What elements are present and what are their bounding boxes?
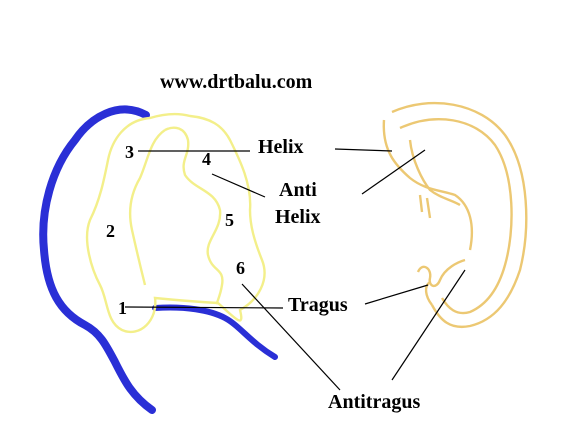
leader-antitragus-right xyxy=(391,269,466,381)
right-ear xyxy=(382,101,528,329)
label-antitragus: Antitragus xyxy=(328,391,420,413)
hillock-number-4: 4 xyxy=(202,149,211,169)
right-ear-antitragus xyxy=(424,281,433,306)
hillock-number-3: 3 xyxy=(125,142,134,162)
leader-helix-right xyxy=(334,148,393,152)
leader-tragus-right xyxy=(364,284,429,305)
label-tragus: Tragus xyxy=(288,294,348,316)
hillock-inner-channel xyxy=(128,129,166,286)
right-ear-crus-tips xyxy=(418,194,432,219)
leader-antihelix-right xyxy=(361,149,426,195)
leader-lines xyxy=(124,148,466,391)
right-ear-crus xyxy=(408,139,461,207)
right-ear-tragus xyxy=(416,258,466,288)
hillock-inner-channel-2 xyxy=(164,126,224,305)
label-anti: Anti xyxy=(279,179,317,201)
hillock-number-2: 2 xyxy=(106,221,115,241)
blue-ear-outline xyxy=(39,105,156,414)
right-ear-antihelix xyxy=(382,119,474,251)
right-ear-helix-outer xyxy=(391,101,528,329)
leader-antihelix-left xyxy=(211,173,266,198)
hillock-number-1: 1 xyxy=(118,298,127,318)
label-helix: Helix xyxy=(258,136,304,158)
website-label: www.drtbalu.com xyxy=(160,71,313,93)
right-ear-helix-inner xyxy=(399,118,513,315)
hillock-number-6: 6 xyxy=(236,258,245,278)
blue-tragus-line xyxy=(152,304,278,360)
label-anti-helix: Helix xyxy=(275,206,321,228)
leader-tragus-left xyxy=(124,306,284,309)
hillock-number-5: 5 xyxy=(225,210,234,230)
leader-antitragus-left xyxy=(241,283,341,391)
